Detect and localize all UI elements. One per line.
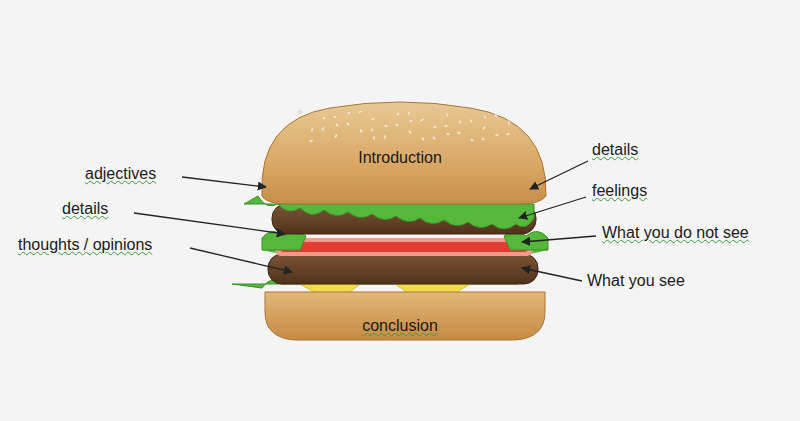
top-bun: Introduction: [352, 146, 448, 169]
callout-label: What you do not see: [602, 223, 749, 242]
callout-label: adjectives: [85, 164, 156, 183]
bun-label: conclusion: [362, 316, 438, 335]
callout-label: feelings: [592, 181, 647, 200]
leader-line: [522, 236, 596, 242]
bottom-bun: conclusion: [356, 314, 444, 337]
callout-label: details: [592, 140, 638, 159]
leader-line: [134, 213, 285, 234]
leader-arrows: [134, 161, 596, 281]
bun-label: Introduction: [358, 148, 442, 167]
callout-label: What you see: [587, 271, 685, 290]
leader-line: [522, 268, 582, 281]
callout-label: thoughts / opinions: [18, 235, 152, 254]
leader-line: [519, 197, 586, 218]
leader-line: [190, 248, 292, 272]
leader-line: [530, 161, 588, 189]
callout-label: details: [62, 199, 108, 218]
leader-line: [182, 177, 266, 187]
